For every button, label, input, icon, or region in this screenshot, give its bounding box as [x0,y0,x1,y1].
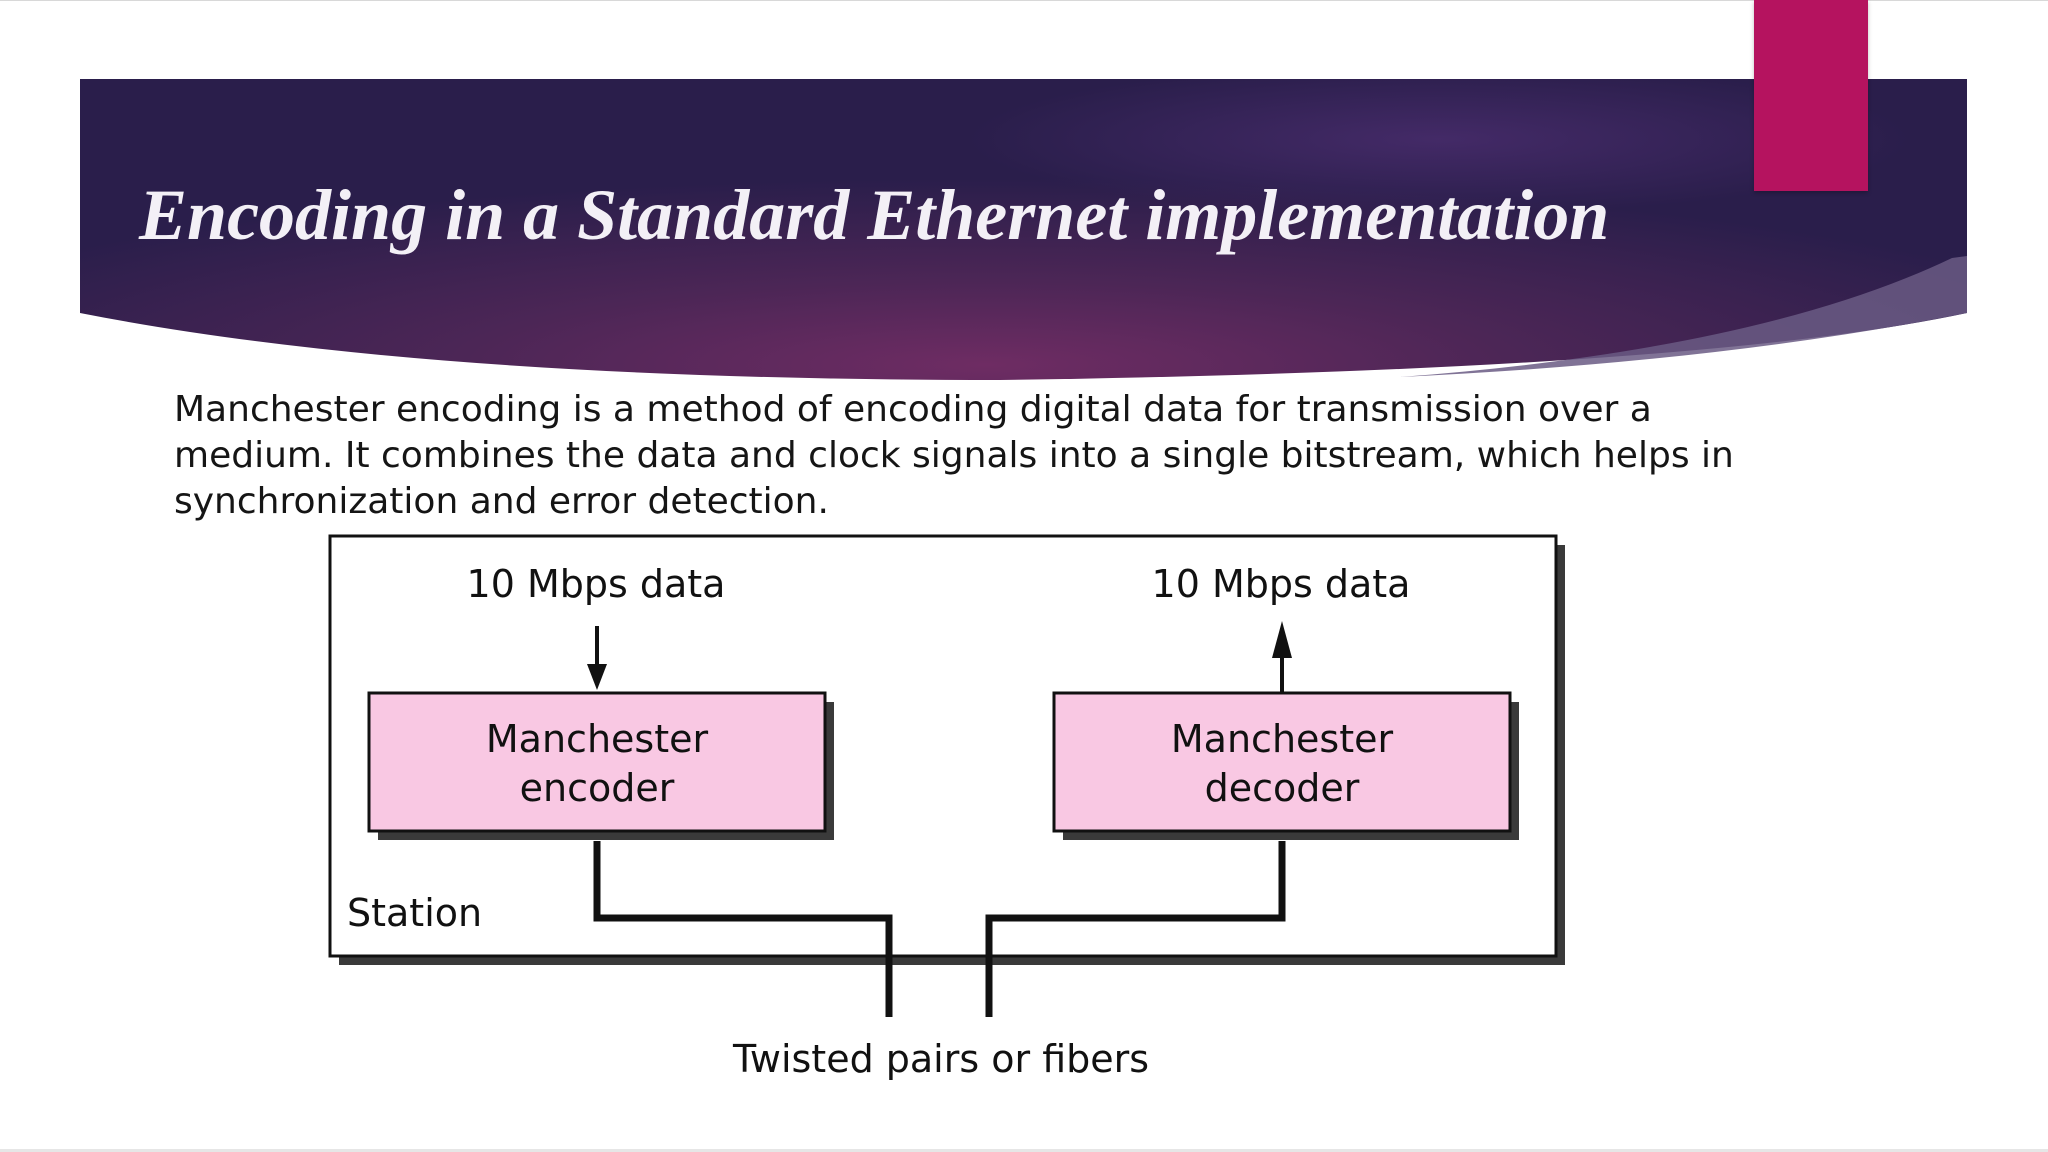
decoder-label-line2: decoder [1205,766,1360,810]
station-label: Station [347,891,482,935]
encoder-label-line2: encoder [520,766,675,810]
output-data-label: 10 Mbps data [1152,562,1411,606]
encoder-label-line1: Manchester [486,717,709,761]
slide-title: Encoding in a Standard Ethernet implemen… [139,175,1610,255]
output-arrow-head [1272,621,1292,658]
accent-tab [1754,0,1868,191]
top-border [0,0,2048,1]
encoder-wire [593,841,893,1017]
title-banner [80,79,1967,380]
medium-label: Twisted pairs or fibers [732,1037,1149,1081]
manchester-decoder-box [1052,691,1512,833]
manchester-encoder-box [367,691,827,833]
bottom-border [0,1149,2048,1152]
slide-body-text: Manchester encoding is a method of encod… [174,389,1734,522]
decoder-wire [985,841,1286,1017]
input-arrow-head [587,664,607,690]
input-data-label: 10 Mbps data [467,562,726,606]
banner-swoosh [1400,256,1967,377]
decoder-label-line1: Manchester [1171,717,1394,761]
